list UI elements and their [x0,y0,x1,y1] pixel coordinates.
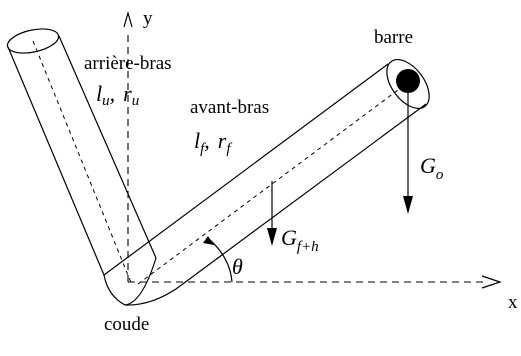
upper-arm-radius-subscript: u [132,93,140,109]
forearm-cylinder [103,59,430,306]
upper-arm-length-subscript: u [102,93,110,109]
bar-label: barre [374,27,413,48]
forearm-radius-symbol: r [218,128,227,153]
y-axis [123,10,133,282]
weight-bar-label: Go [420,153,444,183]
upper-arm-name: arrière-bras [84,53,172,74]
weight-bar-arrowhead-icon [403,196,413,214]
theta-arrowhead-icon [203,236,214,245]
bar-end-icon [396,69,420,93]
weight-bar-symbol: G [420,153,436,178]
weight-forearm-arrowhead-icon [267,228,277,246]
weight-forearm-subscript: f+h [297,239,319,255]
weight-bar-subscript: o [436,167,444,183]
x-axis [128,275,502,289]
forearm-comma: , [204,128,210,153]
x-axis-arrow-icon [481,275,502,289]
forearm-params: lf,rf [194,128,232,157]
upper-arm-cylinder [6,28,157,306]
forearm-radius-subscript: f [226,141,232,157]
weight-arrow-forearm [267,181,277,246]
theta-label: θ [232,254,243,279]
forearm-name: avant-bras [190,97,269,118]
theta-arc [203,236,233,283]
y-axis-arrow-icon [123,10,133,28]
weight-forearm-label: Gf+h [281,225,319,255]
upper-arm-params: lu,ru [96,81,139,109]
weight-forearm-symbol: G [281,225,297,250]
upper-arm-length-symbol: l [96,81,102,106]
forearm-length-symbol: l [194,128,200,153]
x-axis-label: x [508,292,518,313]
elbow-label: coude [104,314,149,335]
upper-arm-radius-symbol: r [123,81,132,106]
upper-arm-comma: , [110,81,116,106]
forearm-length-subscript: f [200,141,206,157]
weight-arrow-bar [403,88,413,214]
y-axis-label: y [143,8,153,29]
